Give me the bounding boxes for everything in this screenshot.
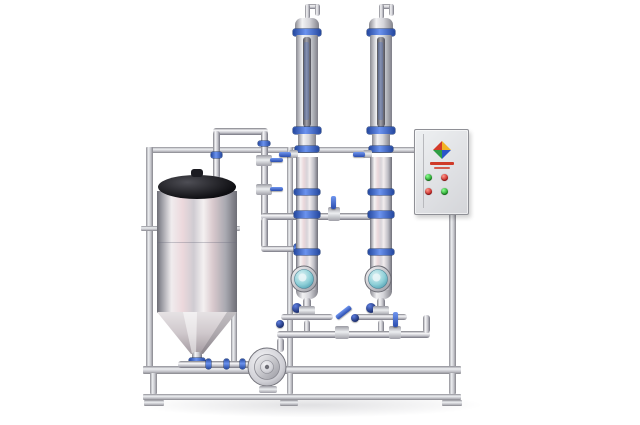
col2-sight-glass-tube xyxy=(377,37,385,127)
brand-text-line-2 xyxy=(434,167,450,169)
col1-clamp-top xyxy=(293,29,321,36)
bottom-valve-2-body xyxy=(389,326,401,339)
col2-sample-valve-body xyxy=(363,150,372,158)
col2-drop-pipe xyxy=(378,320,384,334)
col1-butterfly-wheel xyxy=(292,303,302,313)
col2-sight-glass-reflection xyxy=(378,42,383,120)
col2-vent-elbow xyxy=(379,4,394,9)
col1-sight-glass-tube xyxy=(303,37,311,127)
bottom-run-pipe xyxy=(277,331,430,338)
suction-clamp-2 xyxy=(224,359,229,369)
col2-clamp-top xyxy=(367,29,395,36)
col2-ferrule xyxy=(372,134,390,147)
col1-vent-tip xyxy=(315,4,320,16)
col1-ferrule xyxy=(298,134,316,147)
frame-leg-left xyxy=(150,373,157,394)
tank-outlet-clamp xyxy=(189,358,205,363)
col2-vent-tip xyxy=(389,4,394,16)
col1-vent-elbow xyxy=(305,4,320,9)
manifold-valve-handle xyxy=(331,196,336,209)
bottom-valve-2-handle xyxy=(393,312,398,327)
col1-flow-gauge xyxy=(290,265,318,293)
col1-clamp-c xyxy=(294,249,320,255)
col2-clamp-b xyxy=(368,211,394,218)
tank-lid xyxy=(158,175,236,199)
col2-tee-pipe xyxy=(355,314,407,320)
tank-inlet-clamp xyxy=(211,152,222,158)
manifold-pipe xyxy=(261,213,392,220)
col1-vent-riser xyxy=(305,4,310,19)
bottom-ball-knob-1 xyxy=(276,320,284,328)
col2-bottom-cap xyxy=(370,290,392,299)
col2-clamp-sg-bottom xyxy=(367,127,395,134)
col2-vent-riser xyxy=(379,4,384,19)
col1-tee-pipe xyxy=(281,314,333,320)
col1-clamp-sg-bottom xyxy=(293,127,321,134)
col1-bottom-cap xyxy=(296,290,318,299)
col2-clamp-c xyxy=(368,249,394,255)
pump-suction-pipe xyxy=(178,361,252,368)
col2-top-cap xyxy=(369,18,393,30)
col1-drop-pipe xyxy=(304,320,310,334)
suction-clamp-3 xyxy=(240,359,245,369)
feed-drop-clamp xyxy=(258,141,270,146)
frame-left-post xyxy=(146,147,153,373)
bottom-valve-1-body xyxy=(335,326,349,339)
col2-clamp-ferrule xyxy=(369,146,393,152)
frame-right-post xyxy=(449,147,456,373)
col2-clamp-a xyxy=(368,189,394,195)
frame-floor-rail xyxy=(143,394,461,400)
indicator-light-green-2[interactable] xyxy=(441,188,448,195)
col1-butterfly-body xyxy=(299,306,315,315)
tank-weld-seam xyxy=(157,242,237,243)
brand-text-line xyxy=(430,162,454,165)
col2-flow-gauge xyxy=(364,265,392,293)
pump-foot xyxy=(259,386,277,393)
indicator-light-green-1[interactable] xyxy=(425,174,432,181)
feed-valve-1-body xyxy=(256,155,272,166)
manifold-drop-pipe xyxy=(261,218,268,248)
col1-top-cap xyxy=(295,18,319,30)
frame-foot-pad-mid xyxy=(280,400,298,406)
col2-butterfly-wheel xyxy=(366,303,376,313)
col1-sight-glass-reflection xyxy=(304,42,309,120)
manifold-valve-body xyxy=(328,207,340,221)
bottom-ball-knob-2 xyxy=(351,314,359,322)
frame-base-beam xyxy=(143,366,461,374)
bottom-run-end-elbow xyxy=(423,315,430,333)
feed-valve-1-handle xyxy=(270,158,283,162)
frame-mid-post xyxy=(287,147,293,373)
pump xyxy=(247,347,287,387)
frame-foot-pad-left xyxy=(144,400,164,406)
feed-header-pipe xyxy=(213,128,268,135)
col1-clamp-ferrule xyxy=(295,146,319,152)
suction-clamp-1 xyxy=(206,359,211,369)
frame-leg-right xyxy=(449,373,456,394)
manifold-branch-pipe xyxy=(261,246,303,252)
pump-discharge-pipe xyxy=(277,338,284,352)
frame-leg-mid xyxy=(287,373,293,394)
col1-sample-valve-handle xyxy=(279,152,291,157)
col1-clamp-a xyxy=(294,189,320,195)
tank-cone xyxy=(157,312,237,354)
indicator-light-red-2[interactable] xyxy=(425,188,432,195)
cabinet-door-seam xyxy=(423,134,424,208)
col2-sample-valve-handle xyxy=(353,152,365,157)
col2-butterfly-body xyxy=(373,306,389,315)
brand-logo xyxy=(433,141,451,159)
frame-foot-pad-right xyxy=(442,400,462,406)
feed-drop-pipe xyxy=(261,131,268,217)
feed-valve-2-body xyxy=(256,184,272,195)
tank-lid-fitting xyxy=(191,169,203,177)
col1-clamp-b xyxy=(294,211,320,218)
bottom-valve-1-handle xyxy=(334,304,353,320)
feed-valve-2-handle xyxy=(270,187,283,191)
col1-sample-valve-body xyxy=(289,150,298,158)
indicator-light-red-1[interactable] xyxy=(441,174,448,181)
tank-shell xyxy=(157,191,237,313)
